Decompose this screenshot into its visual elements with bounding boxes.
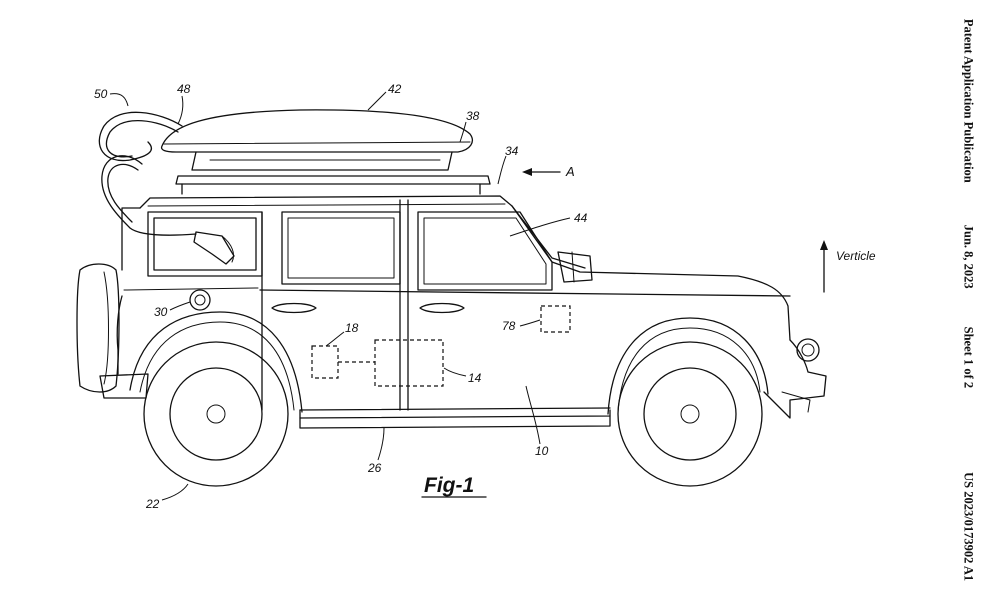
publication-label: Patent Application Publication <box>961 18 976 183</box>
ref-26: 26 <box>367 461 382 475</box>
publication-date: Jun. 8, 2023 <box>961 224 976 289</box>
windows <box>147 199 553 411</box>
view-label: A <box>565 164 575 179</box>
rear-wheel <box>143 341 289 487</box>
ref-22: 22 <box>145 497 160 511</box>
component-78-box <box>540 305 571 333</box>
leader-lines <box>109 91 571 501</box>
side-mirror <box>557 251 593 283</box>
ref-34: 34 <box>505 144 519 158</box>
wheel-arches <box>129 311 769 415</box>
ref-18: 18 <box>345 321 359 335</box>
sheet-number: Sheet 1 of 2 <box>961 326 976 389</box>
ref-14: 14 <box>468 371 482 385</box>
reference-numerals: 50 48 42 38 34 44 30 18 14 78 10 26 22 <box>94 82 588 511</box>
ref-10: 10 <box>535 444 549 458</box>
view-arrow-a <box>522 168 561 176</box>
publication-number: US 2023/0173902 A1 <box>961 472 976 582</box>
charging-cable <box>98 111 235 265</box>
roof-cargo-pod <box>160 109 473 171</box>
roof-rack <box>175 175 491 195</box>
charging-port <box>189 289 211 311</box>
door-handles <box>271 302 465 314</box>
front-bumper <box>763 338 827 419</box>
front-wheel <box>617 341 763 487</box>
component-14-box <box>374 339 444 387</box>
spare-tire <box>76 263 120 393</box>
vehicle-body <box>116 195 791 429</box>
ref-44: 44 <box>574 211 588 225</box>
direction-label: Verticle <box>836 249 876 263</box>
ref-48: 48 <box>177 82 191 96</box>
internal-components <box>311 305 571 387</box>
ref-42: 42 <box>388 82 402 96</box>
ref-30: 30 <box>154 305 168 319</box>
ref-50: 50 <box>94 87 108 101</box>
patent-header: Patent Application PublicationJun. 8, 20… <box>961 19 976 581</box>
figure-caption: Fig-1 <box>424 474 474 497</box>
component-18-box <box>311 345 339 379</box>
ref-78: 78 <box>502 319 516 333</box>
vertical-direction-arrow <box>820 240 828 293</box>
ref-38: 38 <box>466 109 480 123</box>
